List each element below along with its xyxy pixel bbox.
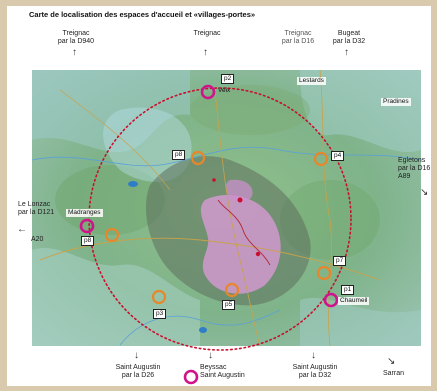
terrain-valley	[32, 247, 200, 346]
place-lestards: Lestards	[297, 77, 326, 85]
village-porte-marker[interactable]	[200, 84, 216, 100]
arrow-down-icon: ↓	[208, 350, 213, 361]
place-pradines: Pradines	[381, 98, 411, 106]
road	[214, 89, 261, 347]
arrow-left-icon: ←	[17, 224, 27, 235]
terrain-valley	[300, 70, 421, 153]
place-madranges: Madranges	[66, 209, 103, 217]
espace-accueil-marker[interactable]	[316, 265, 332, 281]
espace-accueil-marker[interactable]	[151, 289, 167, 305]
arrow-down-right-icon: ↘	[387, 356, 396, 367]
tag-p3: p3	[153, 309, 167, 319]
village-porte-marker[interactable]	[79, 218, 95, 234]
lake	[128, 181, 138, 187]
tag-p5: p5	[222, 300, 236, 310]
arrow-down-icon: ↓	[311, 350, 316, 361]
legend-village-porte-marker	[183, 369, 199, 385]
lake	[199, 327, 207, 333]
map-title: Carte de localisation des espaces d'accu…	[29, 10, 256, 19]
arrow-up-icon: ↑	[203, 47, 208, 58]
arrow-up-icon: ↑	[344, 47, 349, 58]
place-chaumeil: Chaumeil	[338, 297, 370, 305]
terrain-valley	[300, 297, 421, 346]
espace-accueil-marker[interactable]	[224, 282, 240, 298]
tag-p1: p1	[341, 285, 355, 295]
arrow-down-right-icon: ↘	[420, 187, 429, 198]
terrain-valley	[32, 70, 190, 153]
direction-a20: A20	[31, 236, 44, 243]
direction-sarran: Sarran	[383, 370, 405, 377]
direction-treignac: Treignac	[193, 30, 221, 37]
summit-marker	[212, 178, 216, 182]
tag-p8-left: p8	[81, 236, 95, 246]
protected-zone	[200, 195, 281, 294]
place-veix: Veix	[218, 87, 231, 94]
summit-marker	[255, 251, 261, 257]
protected-zone	[225, 179, 253, 203]
road	[319, 69, 332, 347]
river	[119, 309, 281, 346]
tag-p4: p4	[331, 151, 345, 161]
tag-p7: p7	[333, 256, 347, 266]
espace-accueil-marker[interactable]	[104, 227, 120, 243]
summit-marker	[237, 197, 243, 203]
arrow-down-icon: ↓	[134, 350, 139, 361]
forest-area	[55, 165, 165, 235]
tag-p2: p2	[221, 74, 235, 84]
village-porte-marker[interactable]	[323, 292, 339, 308]
forest-area	[190, 85, 310, 135]
tag-p8-top: p8	[172, 150, 186, 160]
espace-accueil-marker[interactable]	[313, 151, 329, 167]
espace-accueil-marker[interactable]	[190, 150, 206, 166]
ridge-line	[217, 199, 271, 266]
arrow-up-icon: ↑	[72, 47, 77, 58]
